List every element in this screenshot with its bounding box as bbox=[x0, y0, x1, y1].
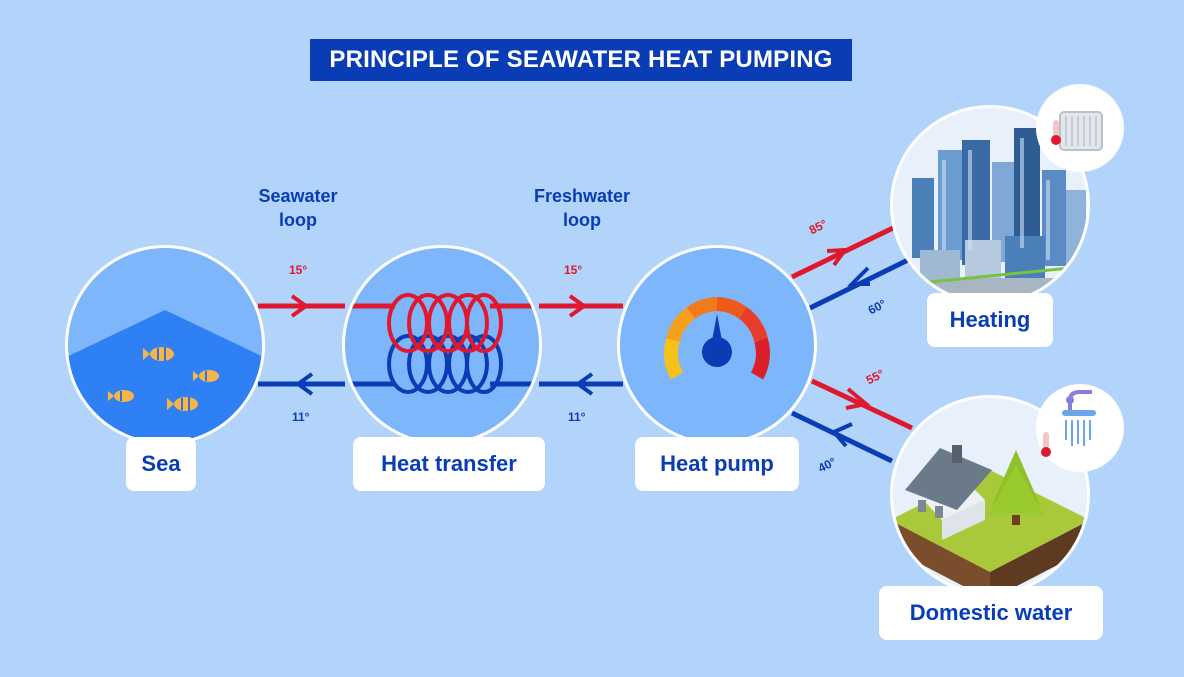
seawater-loop-line-2: loop bbox=[279, 210, 317, 230]
heating-supply-arrow bbox=[826, 247, 850, 267]
red-coil-icon bbox=[387, 293, 503, 353]
seawater-loop-pipes bbox=[258, 294, 345, 396]
domestic-return-arrow bbox=[830, 422, 853, 448]
radiator-icon bbox=[1059, 111, 1103, 151]
node-heat-transfer-label: Heat transfer bbox=[353, 437, 545, 491]
fresh-supply-arrow bbox=[568, 294, 588, 318]
domestic-return-pipe bbox=[790, 410, 894, 464]
fresh-supply-temp: 15° bbox=[564, 263, 583, 277]
fresh-return-arrow bbox=[574, 372, 594, 396]
sea-return-temp: 11° bbox=[292, 410, 310, 424]
shower-icon bbox=[1062, 390, 1096, 446]
thermometer-icon bbox=[1041, 432, 1051, 457]
page-title: PRINCIPLE OF SEAWATER HEAT PUMPING bbox=[310, 39, 852, 81]
output-pipes bbox=[790, 225, 914, 464]
freshwater-loop-line-2: loop bbox=[563, 210, 601, 230]
sea-supply-arrow bbox=[290, 294, 310, 318]
radiator-badge bbox=[1036, 84, 1124, 172]
fish-icon bbox=[167, 397, 198, 411]
blue-coil-icon bbox=[387, 334, 503, 394]
fish-icon bbox=[108, 390, 134, 402]
seawater-loop-line-1: Seawater bbox=[258, 186, 338, 206]
gauge-icon bbox=[664, 297, 770, 380]
freshwater-loop-label: Freshwater loop bbox=[510, 184, 654, 232]
node-domestic-water-label: Domestic water bbox=[879, 586, 1103, 640]
shower-badge bbox=[1036, 384, 1124, 472]
freshwater-loop-pipes bbox=[539, 294, 623, 396]
fresh-return-temp: 11° bbox=[568, 410, 586, 424]
heating-return-arrow bbox=[847, 266, 870, 286]
fish-icon bbox=[143, 347, 174, 361]
thermometer-icon bbox=[1051, 120, 1061, 145]
node-sea-label: Sea bbox=[126, 437, 196, 491]
heat-exchanger-illustration bbox=[342, 245, 542, 445]
heat-pump-illustration bbox=[617, 245, 817, 445]
node-heat-pump-label: Heat pump bbox=[635, 437, 799, 491]
sea-supply-temp: 15° bbox=[289, 263, 308, 277]
sea-return-arrow bbox=[294, 372, 314, 396]
domestic-supply-arrow bbox=[845, 387, 871, 410]
node-heating-label: Heating bbox=[927, 293, 1053, 347]
seawater-loop-label: Seawater loop bbox=[238, 184, 358, 232]
freshwater-loop-line-1: Freshwater bbox=[533, 186, 631, 206]
fish-icon bbox=[193, 370, 219, 382]
sea-illustration bbox=[65, 245, 265, 445]
